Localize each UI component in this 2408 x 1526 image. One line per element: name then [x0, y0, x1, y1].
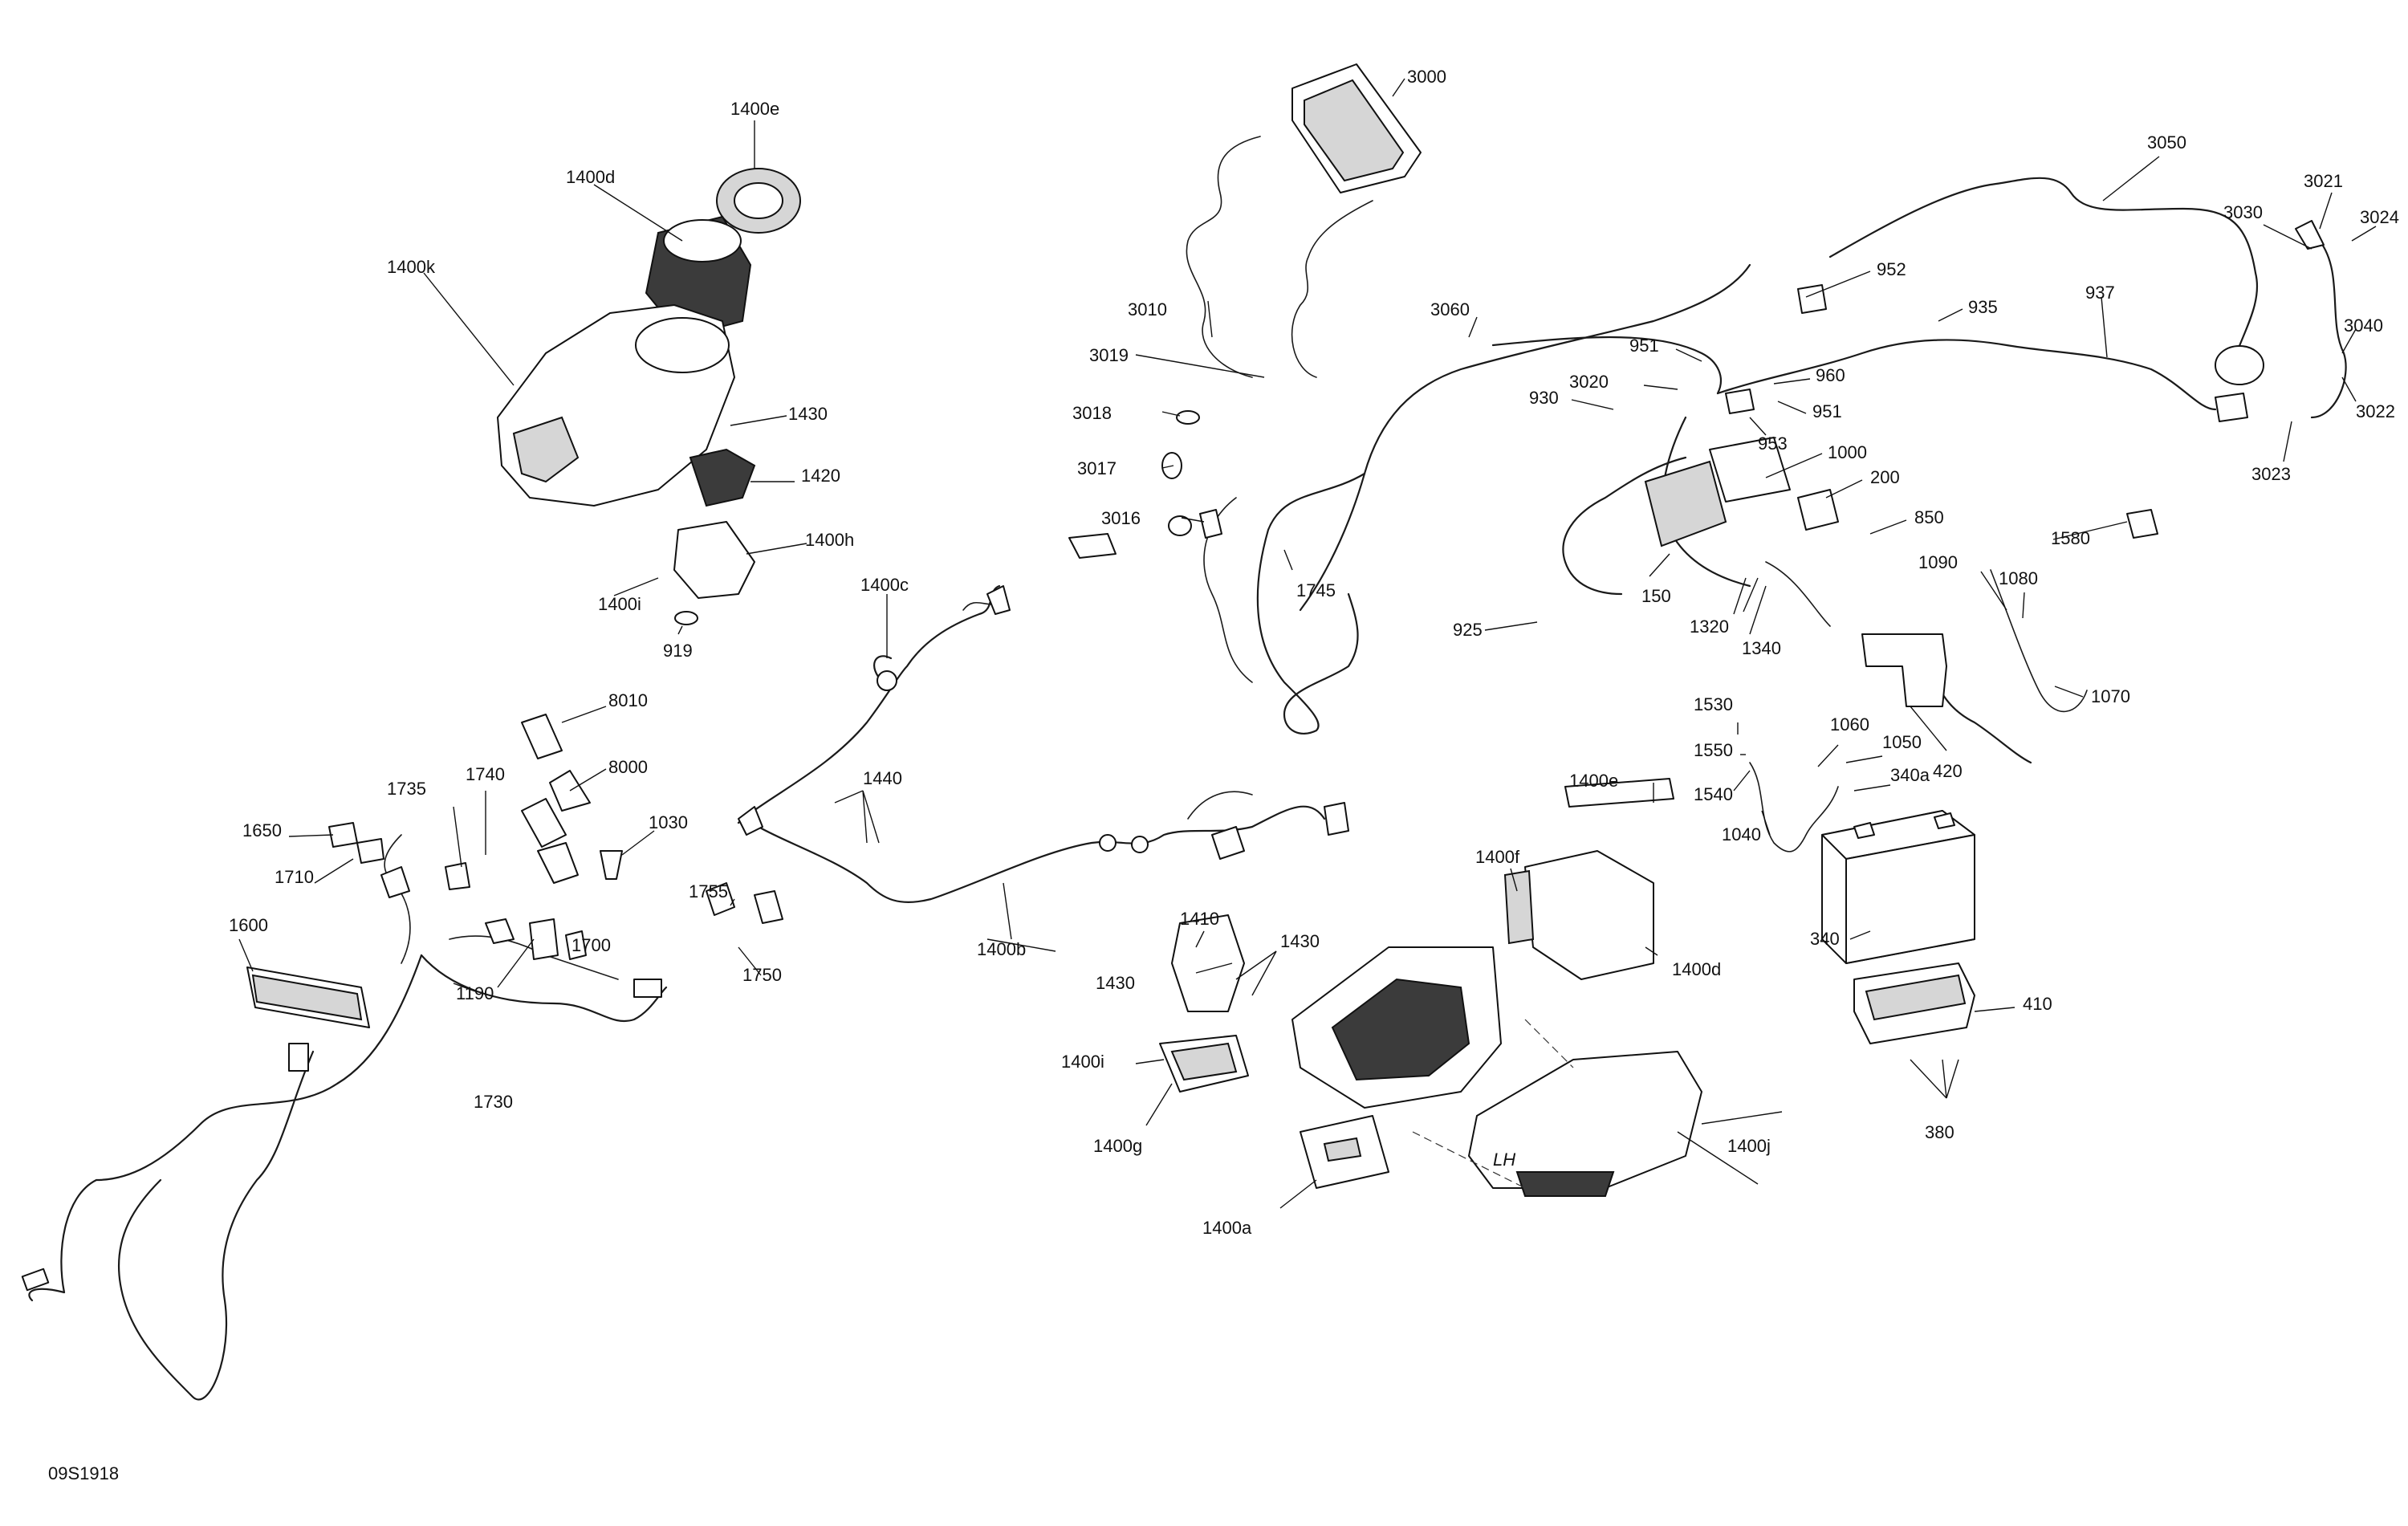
- callout-3060: 3060: [1430, 299, 1470, 319]
- callout-3000: 3000: [1407, 67, 1446, 87]
- callout-935: 935: [1968, 297, 1998, 317]
- callout-1530: 1530: [1694, 694, 1733, 714]
- callout-1410: 1410: [1180, 909, 1219, 929]
- callout-953: 953: [1758, 433, 1788, 454]
- callout-340: 340: [1810, 929, 1840, 949]
- callout-1400b: 1400b: [977, 939, 1026, 959]
- callout-410: 410: [2023, 994, 2052, 1014]
- callout-1400e-bottom: 1400e: [1569, 771, 1618, 791]
- callout-1550: 1550: [1694, 740, 1733, 760]
- callout-1400d-top: 1400d: [566, 167, 615, 187]
- callout-200: 200: [1870, 467, 1900, 487]
- airbox-assembly-illustration: [497, 168, 801, 625]
- callout-3024: 3024: [2360, 207, 2399, 227]
- leader-lines: [238, 78, 2377, 1209]
- callout-3023: 3023: [2251, 464, 2291, 484]
- callout-1060: 1060: [1830, 714, 1869, 735]
- callout-1750: 1750: [742, 965, 782, 985]
- callout-1400i-bottom: 1400i: [1061, 1052, 1104, 1072]
- main-harness-illustration: [1491, 177, 2347, 764]
- callout-8010: 8010: [608, 690, 648, 710]
- callout-1030: 1030: [649, 812, 688, 832]
- callout-960: 960: [1816, 365, 1845, 385]
- callout-1400a: 1400a: [1202, 1218, 1252, 1238]
- callout-1600: 1600: [229, 915, 268, 935]
- callout-1400g: 1400g: [1093, 1136, 1142, 1156]
- callout-420: 420: [1933, 761, 1963, 781]
- display-and-harness-illustration: [1068, 63, 1751, 735]
- callout-1070: 1070: [2091, 686, 2130, 706]
- callout-1540: 1540: [1694, 784, 1733, 804]
- callout-labels: 3000 3050 3021 3024 3030 3040 3022 3023 …: [229, 67, 2399, 1238]
- callout-1400e-top: 1400e: [730, 99, 779, 119]
- callout-3030: 3030: [2223, 202, 2263, 222]
- callout-1400k: 1400k: [387, 257, 436, 277]
- callout-1040: 1040: [1722, 824, 1761, 844]
- callout-3020: 3020: [1569, 372, 1609, 392]
- callout-1710: 1710: [275, 867, 314, 887]
- callout-1400d-bottom: 1400d: [1672, 959, 1721, 979]
- callout-1090: 1090: [1918, 552, 1958, 572]
- callout-1650: 1650: [242, 820, 282, 840]
- callout-919: 919: [663, 641, 693, 661]
- callout-1700: 1700: [571, 935, 611, 955]
- callout-1320: 1320: [1690, 617, 1729, 637]
- callout-1050: 1050: [1882, 732, 1922, 752]
- callout-1400h: 1400h: [805, 530, 854, 550]
- harness-1730-illustration: [21, 834, 668, 1401]
- callout-1340: 1340: [1742, 638, 1781, 658]
- callout-3017: 3017: [1077, 458, 1117, 478]
- callout-3040: 3040: [2344, 315, 2383, 336]
- harness-1400-illustration: [706, 584, 1349, 924]
- callout-1740: 1740: [466, 764, 505, 784]
- callout-8000: 8000: [608, 757, 648, 777]
- callout-930: 930: [1529, 388, 1559, 408]
- callout-850: 850: [1914, 507, 1944, 527]
- callout-1580: 1580: [2051, 528, 2090, 548]
- callout-150: 150: [1641, 586, 1671, 606]
- callout-1440: 1440: [863, 768, 902, 788]
- callout-1190: 1190: [456, 983, 494, 1003]
- callout-340a: 340a: [1890, 765, 1930, 785]
- lh-stamp-text: LH: [1493, 1150, 1515, 1170]
- callout-1430-top: 1430: [788, 404, 828, 424]
- callout-3019: 3019: [1089, 345, 1129, 365]
- battery-and-tray-illustration: [1749, 762, 1975, 1044]
- callout-1420: 1420: [801, 466, 840, 486]
- callout-1755: 1755: [689, 881, 728, 901]
- left-electrical-components: [246, 714, 623, 1028]
- storage-box-lh-illustration: LH: [1159, 778, 1702, 1197]
- callout-1400i-top: 1400i: [598, 594, 641, 614]
- callout-1430-mid-a: 1430: [1280, 931, 1320, 951]
- callout-3016: 3016: [1101, 508, 1141, 528]
- callout-3018: 3018: [1072, 403, 1112, 423]
- callout-1730: 1730: [474, 1092, 513, 1112]
- callout-937: 937: [2085, 283, 2115, 303]
- callout-1430-mid-b: 1430: [1096, 973, 1135, 993]
- callout-951-a: 951: [1629, 336, 1659, 356]
- callout-952: 952: [1877, 259, 1906, 279]
- callout-3022: 3022: [2356, 401, 2395, 421]
- callout-3021: 3021: [2304, 171, 2343, 191]
- callout-380: 380: [1925, 1122, 1954, 1142]
- callout-3050: 3050: [2147, 132, 2186, 153]
- callout-1080: 1080: [1999, 568, 2038, 588]
- callout-1400c: 1400c: [860, 575, 909, 595]
- callout-1735: 1735: [387, 779, 426, 799]
- callout-1400f: 1400f: [1475, 847, 1520, 867]
- callout-1400j: 1400j: [1727, 1136, 1771, 1156]
- callout-1745: 1745: [1296, 580, 1336, 600]
- figure-code: 09S1918: [48, 1463, 119, 1483]
- callout-1000: 1000: [1828, 442, 1867, 462]
- callout-3010: 3010: [1128, 299, 1167, 319]
- callout-925: 925: [1453, 620, 1483, 640]
- callout-951-b: 951: [1812, 401, 1842, 421]
